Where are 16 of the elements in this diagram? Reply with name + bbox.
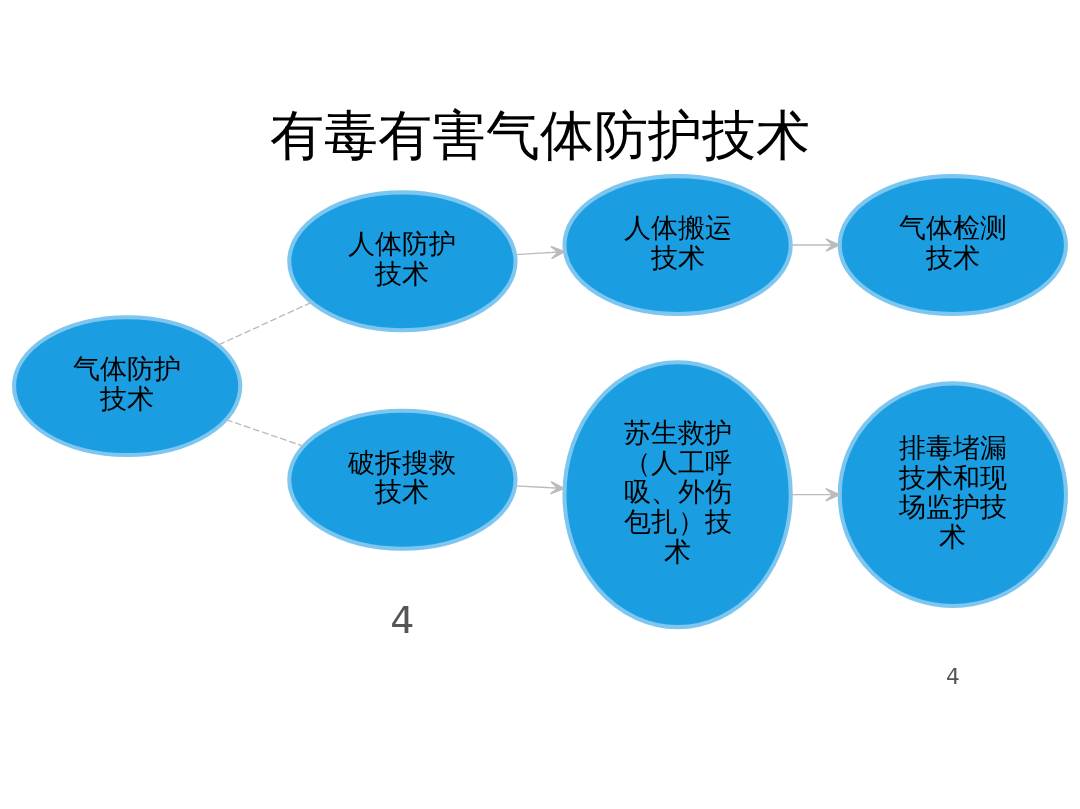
node-ellipse: 气体检测技术 (837, 174, 1068, 316)
arrow (790, 238, 841, 252)
node-ellipse: 人体防护技术 (287, 190, 518, 333)
connector (225, 419, 304, 447)
node-ellipse: 苏生救护（人工呼吸、外伤包扎）技术 (562, 360, 793, 630)
arrow (790, 487, 841, 502)
arrow (514, 481, 566, 495)
label: 4 (390, 597, 415, 642)
node-circle: 排毒堵漏技术和现场监护技术 (837, 381, 1068, 608)
connector (217, 301, 312, 346)
arrow (514, 245, 566, 260)
node-ellipse: 人体搬运技术 (562, 174, 793, 316)
label: 4 (945, 664, 960, 690)
node-ellipse: 破拆搜救技术 (287, 408, 518, 551)
node-ellipse: 气体防护技术 (12, 315, 243, 458)
diagram-title: 有毒有害气体防护技术 (269, 104, 810, 168)
